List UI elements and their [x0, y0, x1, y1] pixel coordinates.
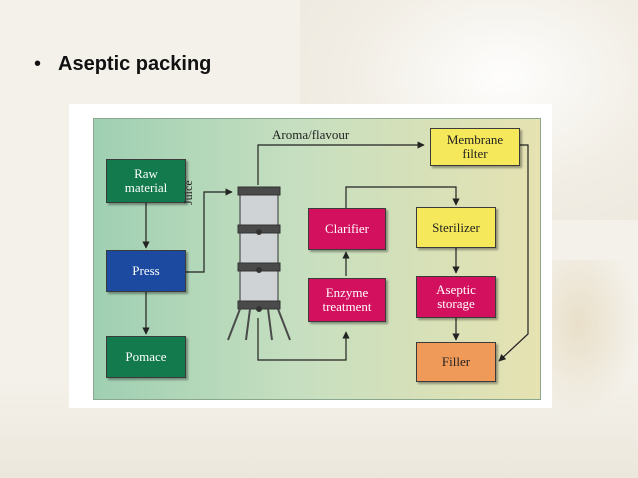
arrow-press-to-column: [186, 188, 233, 273]
arrow-clarifier-to-sterilizer: [345, 186, 460, 208]
node-raw-material: Raw material: [106, 159, 186, 203]
node-filler: Filler: [416, 342, 496, 382]
node-pomace: Pomace: [106, 336, 186, 378]
node-enzyme-treatment: Enzyme treatment: [308, 278, 386, 322]
arrow-aroma-to-membrane: [257, 141, 425, 185]
label-aroma-flavour: Aroma/flavour: [272, 127, 350, 142]
arrow-membrane-to-filler: [498, 144, 529, 362]
bullet-dot: •: [34, 53, 42, 75]
bullet-heading: • Aseptic packing: [34, 50, 211, 78]
extraction-column: [227, 186, 291, 341]
node-sterilizer: Sterilizer: [416, 207, 496, 248]
node-press: Press: [106, 250, 186, 292]
label-juice: Juice: [181, 180, 195, 205]
node-aseptic-storage: Aseptic storage: [416, 276, 496, 318]
node-clarifier: Clarifier: [308, 208, 386, 250]
node-membrane-filter: Membrane filter: [430, 128, 520, 166]
arrow-column-to-enzyme: [257, 318, 350, 361]
slide-heading: Aseptic packing: [58, 53, 212, 75]
